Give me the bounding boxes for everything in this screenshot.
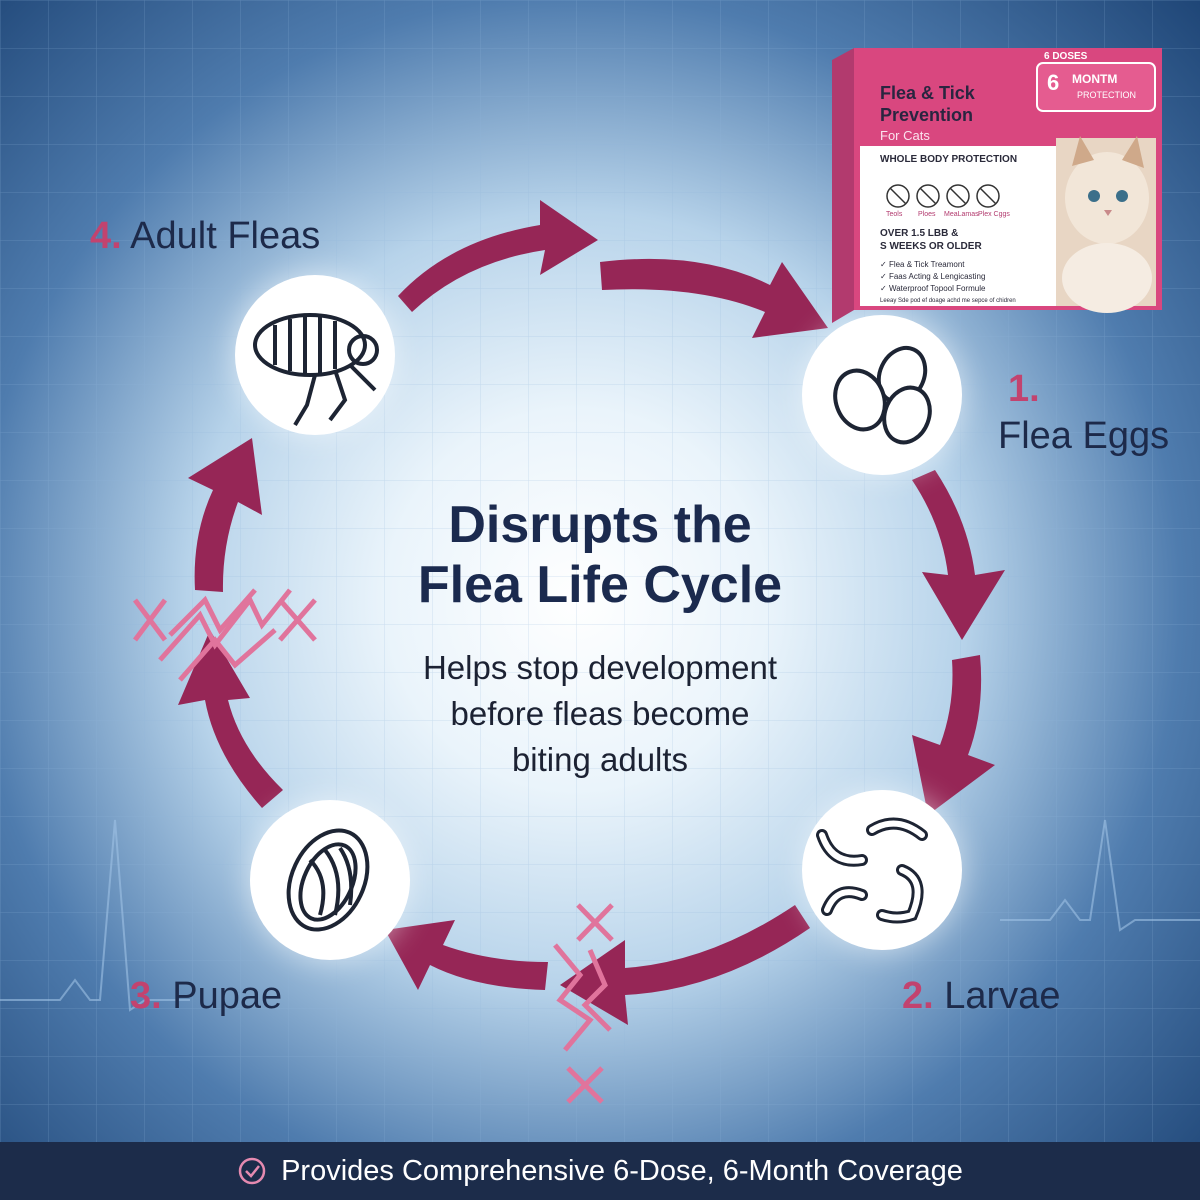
product-box: 6 DOSES 6 MONTM PROTECTION Flea & Tick P… bbox=[832, 48, 1162, 323]
product-doses: 6 DOSES bbox=[1044, 51, 1088, 62]
check-circle-icon bbox=[238, 1157, 266, 1185]
step-circle-pupae bbox=[250, 800, 410, 960]
step-label-larvae: 2. Larvae bbox=[902, 975, 1060, 1018]
product-feature-text: Faas Acting & Lengicasting bbox=[888, 272, 986, 281]
step-name: Pupae bbox=[172, 975, 283, 1017]
step-circle-eggs bbox=[802, 315, 962, 475]
larvae-icon bbox=[816, 817, 928, 924]
product-title-line-1: Flea & Tick bbox=[880, 83, 975, 103]
product-icon-label-3: MeaLamas bbox=[944, 211, 979, 218]
product-feature-3: ✓ Waterproof Topool Formule bbox=[880, 284, 986, 293]
step-number: 3. bbox=[130, 975, 162, 1017]
ecg-line-left bbox=[0, 819, 190, 1012]
step-label-adult: 4. Adult Fleas bbox=[90, 215, 320, 258]
step-name: Larvae bbox=[944, 975, 1061, 1017]
step-label-pupae: 3. Pupae bbox=[130, 975, 282, 1018]
product-icon-label-4: Plex Cggs bbox=[978, 211, 1010, 218]
product-icon-label-1: Teols bbox=[886, 211, 903, 218]
arrow-pupae-to-adult bbox=[178, 438, 283, 808]
step-circle-adult bbox=[235, 275, 395, 435]
product-feature-text: Flea & Tick Treamont bbox=[888, 260, 965, 269]
ecg-line-right bbox=[1000, 819, 1200, 932]
pupae-icon bbox=[286, 828, 370, 932]
subheadline-line-2: before fleas become bbox=[450, 695, 750, 732]
product-protection-word: MONTM bbox=[1072, 72, 1118, 86]
product-weight-line-2: S WEEKS OR OLDER bbox=[880, 241, 982, 252]
step-number: 1. bbox=[1008, 368, 1040, 410]
product-feature-text: Waterproof Topool Formule bbox=[888, 284, 986, 293]
subheadline-line-3: biting adults bbox=[511, 741, 689, 778]
product-fine-print: Leeay Sde pod ef doage achd me sepce of … bbox=[880, 298, 1016, 304]
step-name: Flea Eggs bbox=[998, 415, 1170, 457]
subheadline: Helps stop development before fleas beco… bbox=[330, 645, 870, 783]
product-feature-2: ✓ Faas Acting & Lengicasting bbox=[880, 272, 986, 281]
product-protection-num: 6 bbox=[1047, 70, 1060, 95]
product-protection-sub: PROTECTION bbox=[1077, 90, 1137, 100]
product-subtitle: For Cats bbox=[880, 128, 930, 143]
product-icon-label-2: Ploes bbox=[918, 211, 936, 218]
product-feature-1: ✓ Flea & Tick Treamont bbox=[880, 260, 965, 269]
adult-flea-icon bbox=[253, 313, 379, 427]
break-mark-bottom bbox=[553, 903, 614, 1104]
headline-line-1: Disrupts the bbox=[448, 496, 752, 554]
step-name: Adult Fleas bbox=[130, 215, 321, 257]
arrow-eggs-to-larvae bbox=[912, 470, 1005, 815]
subheadline-line-1: Helps stop development bbox=[422, 649, 778, 686]
footer-text: Provides Comprehensive 6-Dose, 6-Month C… bbox=[281, 1154, 963, 1187]
break-mark-left bbox=[133, 588, 317, 682]
step-label-eggs: 1. Flea Eggs bbox=[998, 368, 1169, 458]
product-title-line-2: Prevention bbox=[880, 105, 974, 125]
arrow-larvae-to-pupae bbox=[385, 905, 810, 1025]
step-number: 4. bbox=[90, 215, 122, 257]
product-box-art bbox=[832, 48, 1162, 323]
flea-eggs-icon bbox=[833, 345, 932, 445]
step-number: 2. bbox=[902, 975, 934, 1017]
headline: Disrupts the Flea Life Cycle bbox=[330, 495, 870, 615]
headline-line-2: Flea Life Cycle bbox=[417, 556, 783, 614]
product-section: WHOLE BODY PROTECTION bbox=[880, 154, 1018, 165]
product-weight-line-1: OVER 1.5 LBB & bbox=[880, 228, 959, 239]
footer-banner: Provides Comprehensive 6-Dose, 6-Month C… bbox=[0, 1142, 1200, 1200]
arrow-adult-to-eggs bbox=[398, 200, 828, 338]
step-circle-larvae bbox=[802, 790, 962, 950]
